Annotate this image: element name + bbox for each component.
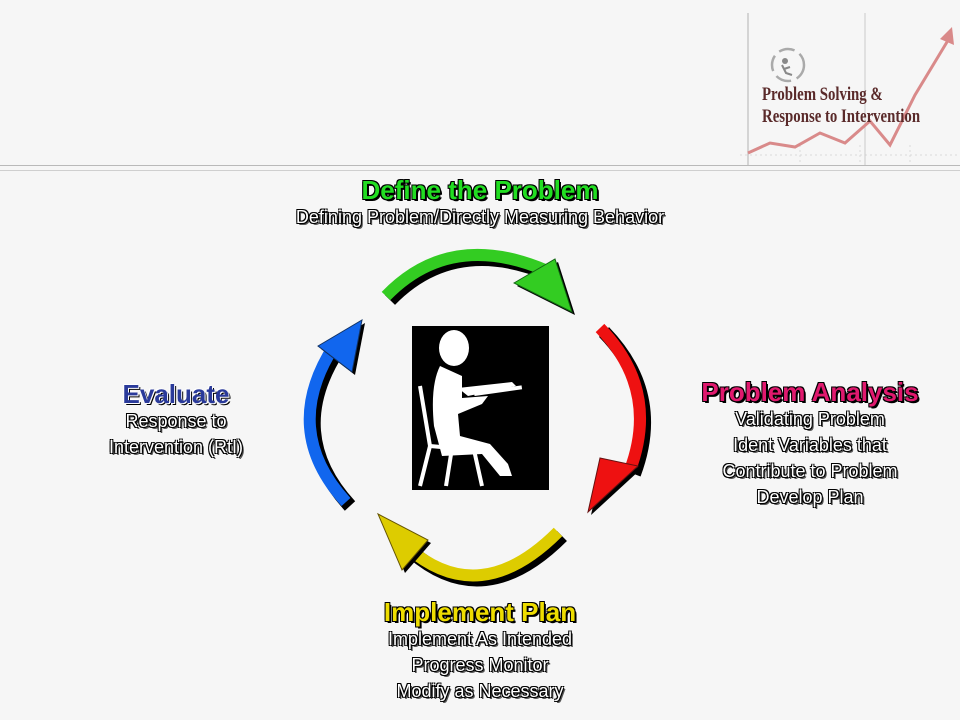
step-implement-line-3: Modify as Necessary — [396, 681, 564, 701]
step-evaluate: Evaluate Response to Intervention (RtI) — [60, 380, 292, 460]
logo-title-line1: Problem Solving & — [762, 84, 883, 105]
logo-title-line2: Response to Intervention — [762, 106, 921, 127]
step-implement-line-2: Progress Monitor — [411, 655, 549, 675]
step-evaluate-line-1: Response to — [125, 411, 227, 431]
step-implement-title: Implement Plan — [383, 597, 577, 627]
step-analysis-line-3: Contribute to Problem — [722, 461, 898, 481]
step-analysis-line-2: Ident Variables that — [733, 435, 887, 455]
logo-graph — [740, 13, 960, 165]
header-rule-top — [0, 165, 960, 166]
arrow-blue — [303, 319, 365, 511]
step-define: Define the Problem Defining Problem/Dire… — [180, 176, 780, 230]
step-define-title: Define the Problem — [361, 175, 599, 205]
logo-cycle-icon — [770, 47, 806, 83]
step-analysis-title: Problem Analysis — [701, 377, 919, 407]
arrow-green — [381, 248, 575, 315]
step-implement: Implement Plan Implement As Intended Pro… — [290, 598, 670, 704]
step-analysis-line-4: Develop Plan — [756, 487, 864, 507]
step-evaluate-line-2: Intervention (RtI) — [108, 437, 244, 457]
person-writing-icon — [412, 326, 549, 490]
step-evaluate-title: Evaluate — [122, 379, 230, 409]
arrow-red — [587, 323, 651, 515]
step-implement-line-1: Implement As Intended — [387, 629, 573, 649]
step-define-line-1: Defining Problem/Directly Measuring Beha… — [295, 207, 665, 227]
arrow-yellow — [376, 512, 567, 587]
step-analysis: Problem Analysis Validating Problem Iden… — [660, 378, 960, 510]
step-analysis-line-1: Validating Problem — [735, 409, 885, 429]
header-rule-bottom — [0, 170, 960, 171]
